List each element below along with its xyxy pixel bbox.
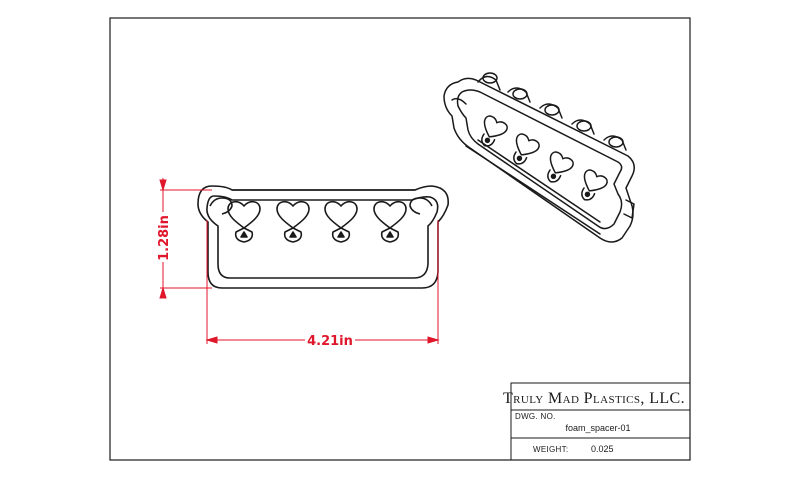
front-heart-4 xyxy=(373,200,407,243)
front-heart-3 xyxy=(324,200,358,243)
dim-width-arrow-left xyxy=(205,336,218,344)
front-heart-right-partial xyxy=(409,197,433,215)
dim-height-label: 1.28in xyxy=(157,215,172,261)
sheet-border xyxy=(109,17,691,461)
iso-left-end xyxy=(451,97,467,105)
iso-heart-3 xyxy=(547,151,574,183)
iso-heart-1 xyxy=(481,115,508,147)
iso-top-bumps xyxy=(477,72,627,151)
iso-heart-2 xyxy=(513,133,540,165)
dim-width-label: 4.21in xyxy=(307,334,353,349)
iso-depth-bottom xyxy=(465,145,601,235)
title-block-dwg-no-label: DWG. NO. xyxy=(515,412,556,421)
isometric-view xyxy=(443,72,635,243)
dim-height-arrow-top xyxy=(159,179,167,192)
front-heart-2 xyxy=(276,200,310,243)
iso-heart-4 xyxy=(581,169,608,201)
title-block-weight-value: 0.025 xyxy=(591,444,614,454)
front-heart-1 xyxy=(227,200,261,243)
dim-height-arrow-bottom xyxy=(159,286,167,299)
title-block-frame xyxy=(510,382,691,461)
dim-width-arrow-right xyxy=(427,336,440,344)
iso-inner-outline xyxy=(456,89,623,230)
front-heart-left-partial xyxy=(209,197,233,215)
title-block-dwg-no-value: foam_spacer-01 xyxy=(565,423,630,433)
front-hearts xyxy=(209,197,433,243)
iso-depth-inner xyxy=(477,139,601,223)
title-block xyxy=(510,382,691,461)
title-block-company: Truly Mad Plastics, LLC. xyxy=(503,390,685,407)
iso-outer-outline xyxy=(443,77,635,243)
iso-right-end xyxy=(623,199,635,219)
title-block-weight-label: WEIGHT: xyxy=(533,445,568,454)
dimensions xyxy=(159,178,440,344)
